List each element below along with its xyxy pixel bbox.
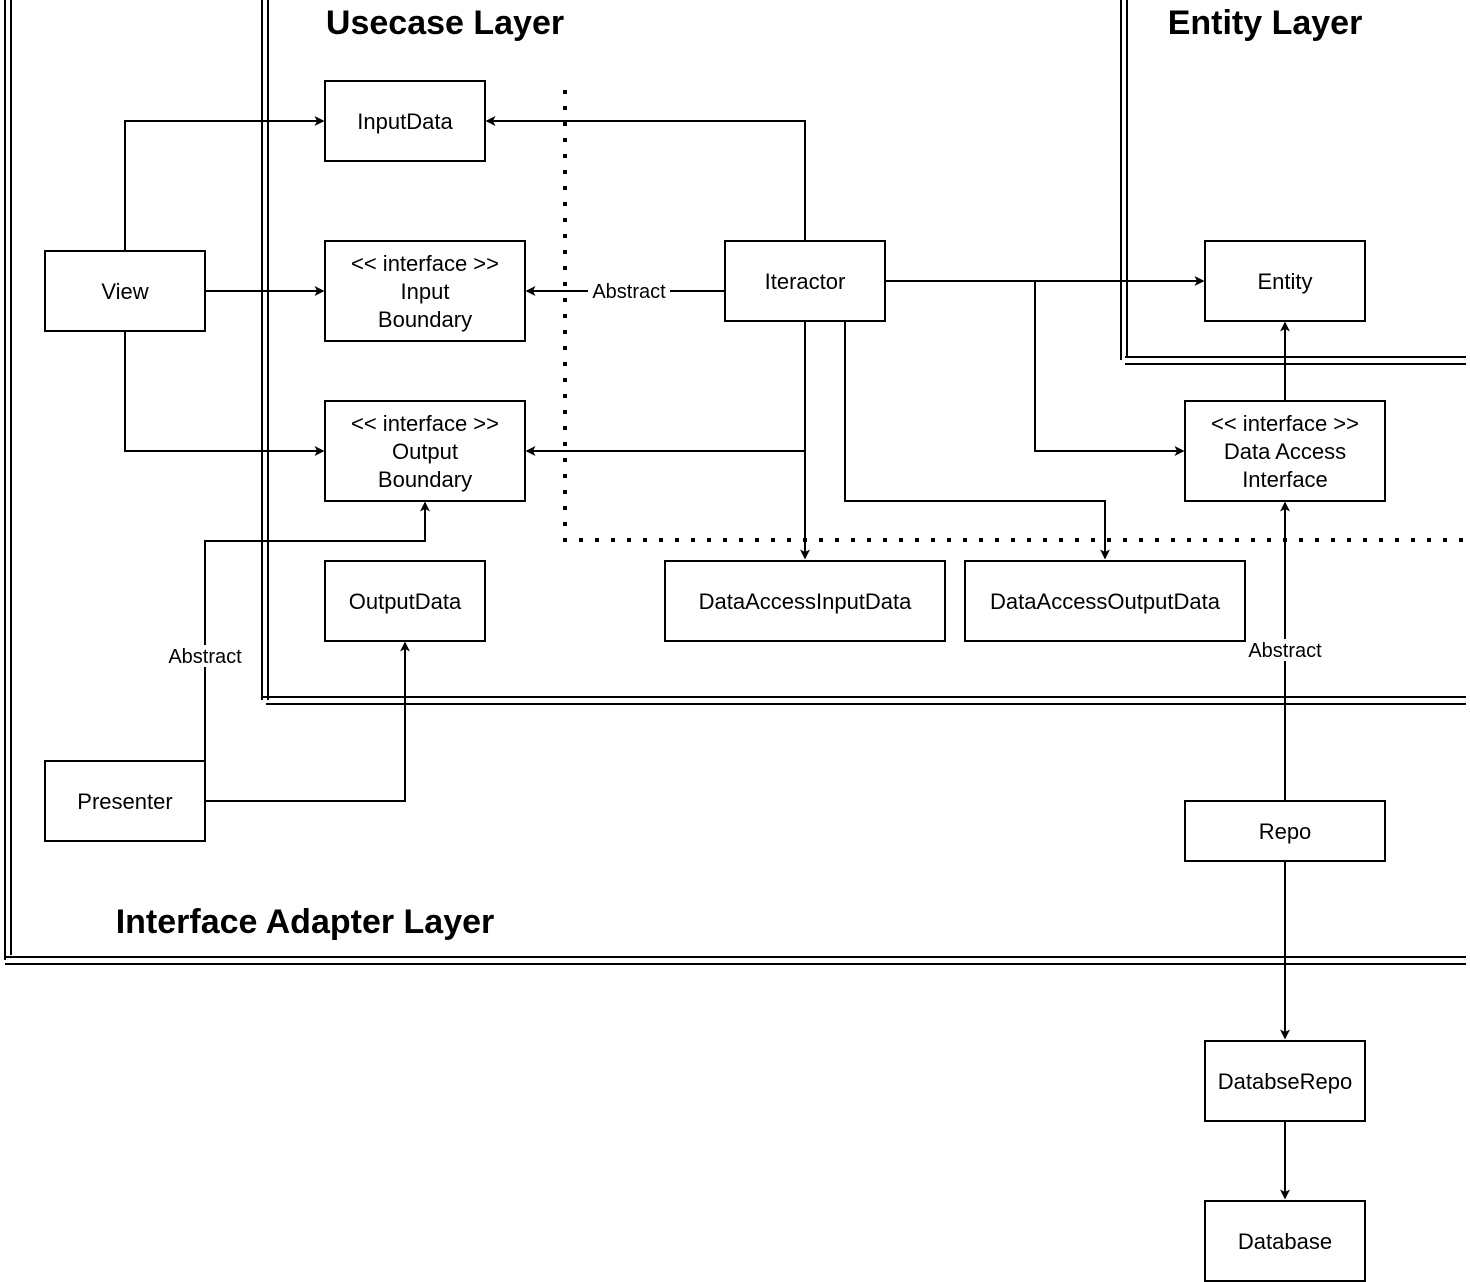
svg-text:View: View xyxy=(101,279,148,304)
edge-iteractor-to-data-access-output-data xyxy=(844,321,1110,560)
node-data-access-input-data: DataAccessInputData xyxy=(664,560,946,642)
edge-iteractor-to-data-access-interface xyxy=(1034,281,1185,456)
dotted-boundary xyxy=(563,90,1468,542)
node-entity: Entity xyxy=(1204,240,1366,322)
edge-view-to-input-data xyxy=(124,116,325,250)
data-access-interface-label-line-1: << interface >> xyxy=(1211,411,1359,436)
data-access-input-data-label-line-1: DataAccessInputData xyxy=(699,589,913,614)
node-databse-repo: DatabseRepo xyxy=(1204,1040,1366,1122)
edge-labels: Abstract Abstract Abstract xyxy=(164,280,1326,668)
output-boundary-label-line-3: Boundary xyxy=(378,467,472,492)
node-database: Database xyxy=(1204,1200,1366,1282)
data-access-output-data-label-line-1: DataAccessOutputData xyxy=(990,589,1221,614)
output-boundary-label-line-1: << interface >> xyxy=(351,411,499,436)
entity-label-line-1: Entity xyxy=(1257,269,1312,294)
presenter-label-line-1: Presenter xyxy=(77,789,172,814)
svg-text:Entity: Entity xyxy=(1257,269,1312,294)
svg-text:DatabseRepo: DatabseRepo xyxy=(1218,1069,1353,1094)
svg-text:OutputData: OutputData xyxy=(349,589,462,614)
edges xyxy=(124,116,1290,1200)
layer-boundaries xyxy=(4,0,1466,965)
svg-text:Presenter: Presenter xyxy=(77,789,172,814)
repo-label-line-1: Repo xyxy=(1259,819,1312,844)
input-boundary-label-line-1: << interface >> xyxy=(351,251,499,276)
input-data-label-line-1: InputData xyxy=(357,109,453,134)
iteractor-label-line-1: Iteractor xyxy=(765,269,846,294)
node-output-data: OutputData xyxy=(324,560,486,642)
edge-label-presenter-output-boundary: Abstract xyxy=(168,646,242,668)
svg-text:InputData: InputData xyxy=(357,109,453,134)
output-data-label-line-1: OutputData xyxy=(349,589,462,614)
node-input-data: InputData xyxy=(324,80,486,162)
svg-text:DataAccessInputData: DataAccessInputData xyxy=(699,589,913,614)
output-boundary-label-line-2: Output xyxy=(392,439,458,464)
input-boundary-label-line-2: Input xyxy=(401,279,450,304)
adapter-layer-title: Interface Adapter Layer xyxy=(116,903,495,941)
input-boundary-label-line-3: Boundary xyxy=(378,307,472,332)
entity-layer-title: Entity Layer xyxy=(1168,4,1363,42)
database-label-line-1: Database xyxy=(1238,1229,1332,1254)
edge-label-iteractor-input-boundary: Abstract xyxy=(592,281,666,303)
svg-text:Repo: Repo xyxy=(1259,819,1312,844)
usecase-layer-title: Usecase Layer xyxy=(326,4,564,42)
edge-presenter-to-output-data xyxy=(205,641,410,802)
view-label-line-1: View xyxy=(101,279,148,304)
edge-view-to-output-boundary xyxy=(124,331,325,456)
node-view: View xyxy=(44,250,206,332)
svg-text:DataAccessOutputData: DataAccessOutputData xyxy=(990,589,1221,614)
edge-iteractor-to-input-data xyxy=(485,116,806,240)
node-presenter: Presenter xyxy=(44,760,206,842)
databse-repo-label-line-1: DatabseRepo xyxy=(1218,1069,1353,1094)
edge-label-repo-data-access-interface: Abstract xyxy=(1248,640,1322,662)
svg-text:Database: Database xyxy=(1238,1229,1332,1254)
data-access-interface-label-line-2: Data Access xyxy=(1224,439,1346,464)
data-access-interface-label-line-3: Interface xyxy=(1242,467,1328,492)
svg-text:Iteractor: Iteractor xyxy=(765,269,846,294)
node-iteractor: Iteractor xyxy=(724,240,886,322)
node-repo: Repo xyxy=(1184,800,1386,862)
node-data-access-output-data: DataAccessOutputData xyxy=(964,560,1246,642)
